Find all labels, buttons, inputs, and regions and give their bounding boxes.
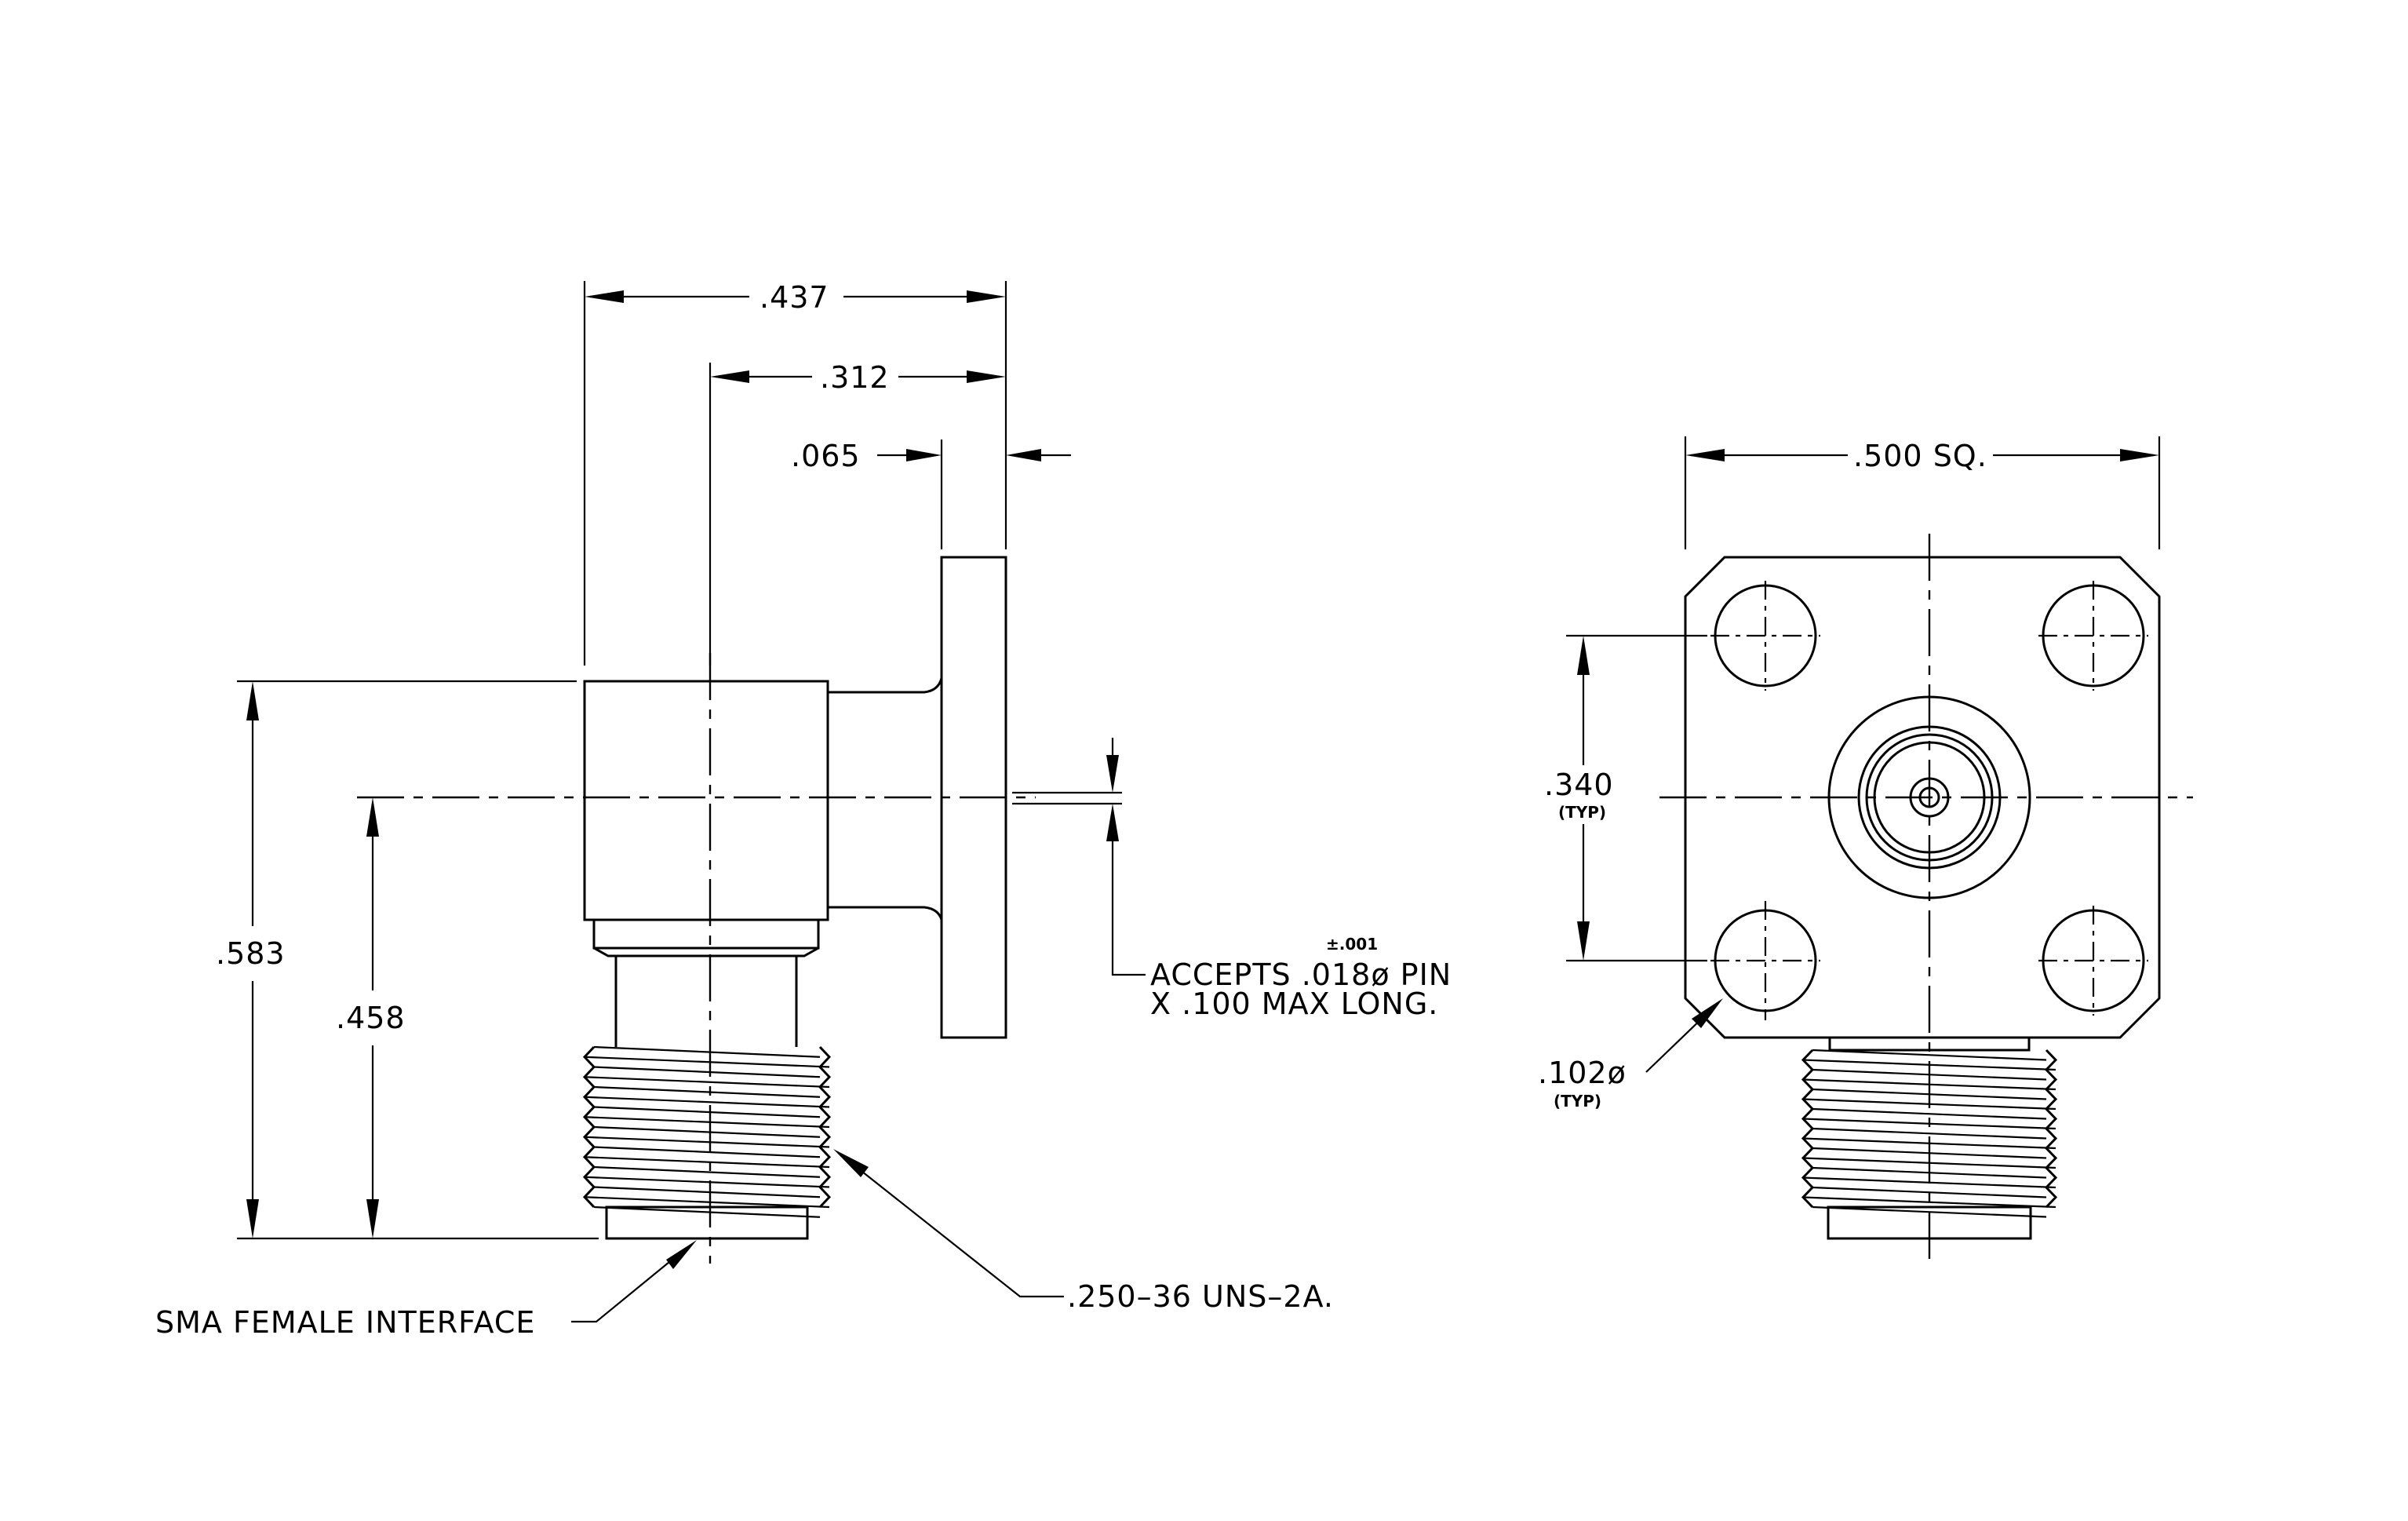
thread-root-line [584, 1076, 830, 1089]
dim-overall-width: .437 [760, 280, 829, 315]
dim-body-to-flange: .312 [820, 360, 890, 395]
thread-note-leader [839, 1153, 1064, 1298]
arrowhead [1685, 449, 1725, 461]
arrowhead [585, 290, 624, 303]
side-view: .437 .312 .065 .583 .458 ±.001 ACCEPTS . [155, 280, 1452, 1340]
arrowhead [1006, 449, 1041, 461]
thread-root-line [584, 1156, 830, 1169]
arrowhead [366, 1199, 379, 1238]
thread-root-line [1802, 1098, 2056, 1111]
interface-note: SMA FEMALE INTERFACE [155, 1305, 535, 1340]
thread-root-line [1802, 1137, 2056, 1150]
thread-root-line [584, 1176, 830, 1188]
thread-crest-line [1812, 1107, 2047, 1120]
arrowhead [710, 370, 749, 383]
neck-groove [593, 947, 819, 1047]
dim-overall-height: .583 [216, 936, 286, 971]
body-neck [592, 918, 820, 950]
arrowhead [833, 1149, 869, 1177]
arrowhead [1577, 921, 1590, 961]
arrowhead [967, 370, 1006, 383]
thread-root-line [584, 1056, 830, 1068]
pin-note-line2: X .100 MAX LONG. [1150, 987, 1438, 1021]
thread-crest-line [1812, 1049, 2047, 1061]
arrowhead [1577, 636, 1590, 675]
dim-hole-spacing-qualifier: (TYP) [1558, 803, 1606, 822]
connector-body [583, 680, 829, 921]
front-view: .500 SQ. .340 (TYP) .102ø (TYP) [1538, 436, 2193, 1264]
arrowhead [1106, 804, 1119, 841]
interface-note-leader [571, 1247, 687, 1323]
thread-note: .250–36 UNS–2A. [1067, 1279, 1334, 1314]
thread-root-line [1802, 1078, 2056, 1091]
thread-crest-line [1812, 1166, 2047, 1179]
thread-crest-line [1812, 1127, 2047, 1140]
bottom-collar [605, 1205, 809, 1240]
thread-root-line [1802, 1196, 2056, 1209]
thread-crest-line [1812, 1186, 2047, 1198]
dim-centerline-height: .458 [336, 1001, 406, 1035]
thread-crest-line [593, 1066, 821, 1078]
thread-crest-line [1812, 1068, 2047, 1081]
thread-crest-line [593, 1165, 821, 1178]
thread-root-line [584, 1096, 830, 1108]
thread-crest-line [593, 1205, 821, 1218]
front-thread-lines [1802, 1049, 2056, 1218]
arrowhead [967, 290, 1006, 303]
pin-note-line1: ACCEPTS .018ø PIN [1150, 957, 1452, 992]
pin-note-leader [1111, 841, 1146, 976]
front-thread-neck [1828, 1036, 2031, 1052]
arrowhead [1106, 755, 1119, 793]
arrowhead [246, 681, 259, 720]
thread-crest-line [1812, 1147, 2047, 1159]
thread-crest-line [593, 1146, 821, 1158]
thread-crest-line [593, 1186, 821, 1198]
dim-flange-thickness: .065 [791, 439, 861, 473]
dim-hole-diameter: .102ø [1538, 1056, 1627, 1090]
flange-stem [828, 677, 943, 921]
thread-crest-line [593, 1106, 821, 1118]
flange-square [1684, 556, 2161, 1039]
arrowhead [366, 797, 379, 837]
dim-flange-square: .500 SQ. [1853, 439, 1987, 473]
thread-root-line [1802, 1157, 2056, 1169]
arrowhead [666, 1240, 697, 1269]
thread-root-line [584, 1116, 830, 1129]
arrowhead [246, 1199, 259, 1238]
thread-root-line [584, 1196, 830, 1209]
thread-crest-line [593, 1125, 821, 1138]
hole-diameter-leader [1645, 1013, 1707, 1073]
arrowhead [2120, 449, 2159, 461]
thread-crest-line [593, 1085, 821, 1098]
thread-crest-line [1812, 1205, 2047, 1218]
thread-outline [582, 1045, 832, 1209]
thread-root-line [1802, 1118, 2056, 1130]
dim-hole-spacing: .340 [1544, 768, 1614, 802]
thread-root-line [1802, 1059, 2056, 1071]
thread-crest-line [1812, 1088, 2047, 1100]
thread-root-line [584, 1136, 830, 1148]
arrowhead [906, 449, 942, 461]
thread-crest-line [593, 1045, 821, 1058]
thread-root-line [1802, 1176, 2056, 1189]
arrowhead [1692, 998, 1723, 1028]
front-bottom-collar [1827, 1205, 2032, 1240]
pin-note-tolerance: ±.001 [1326, 935, 1378, 954]
thread-lines [584, 1045, 830, 1218]
dim-hole-diameter-qualifier: (TYP) [1554, 1092, 1601, 1111]
